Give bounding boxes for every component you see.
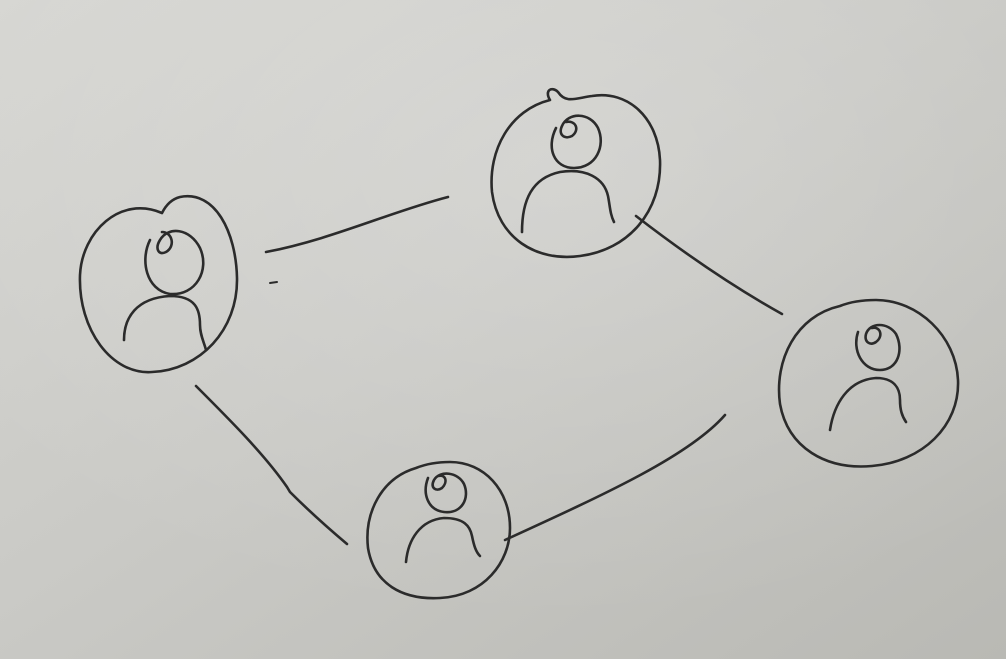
person-icon: [404, 472, 482, 564]
edges: [194, 195, 784, 546]
node-right: [777, 298, 960, 468]
node-right-circle: [777, 298, 960, 468]
person-icon: [122, 229, 208, 352]
edge-right-bottom: [503, 413, 727, 542]
node-top: [490, 87, 662, 259]
edge-top-right: [634, 214, 784, 316]
node-left: [78, 194, 239, 374]
node-bottom-circle: [366, 460, 512, 600]
edge-left-top-tick: [269, 281, 278, 284]
person-icon: [520, 114, 616, 234]
edge-left-top: [264, 195, 450, 254]
edge-bottom-left: [194, 384, 349, 546]
node-left-circle: [78, 194, 239, 374]
person-icon: [828, 323, 908, 432]
node-bottom: [366, 460, 512, 600]
node-top-circle: [490, 87, 662, 259]
